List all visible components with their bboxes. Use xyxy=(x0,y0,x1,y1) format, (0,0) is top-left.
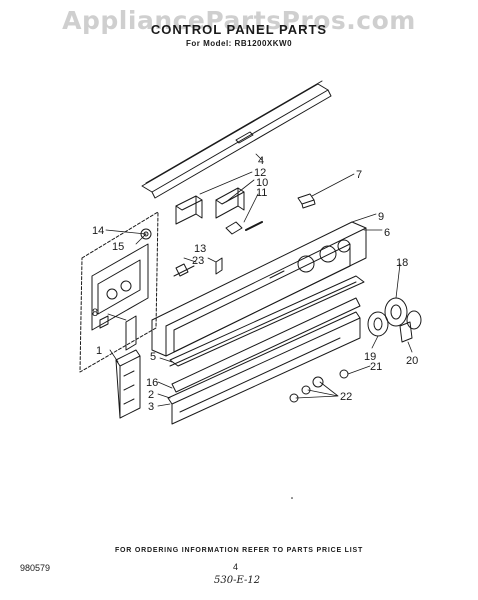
bracket-part xyxy=(173,257,223,277)
callout-14: 14 xyxy=(92,225,104,237)
handwritten-note: 530-E-12 xyxy=(214,575,261,586)
callout-3: 3 xyxy=(148,401,154,413)
callout-7: 7 xyxy=(356,169,362,181)
callout-6: 6 xyxy=(384,227,390,239)
lower-trim-part xyxy=(167,275,365,425)
callout-4: 4 xyxy=(258,155,264,167)
callout-5: 5 xyxy=(150,351,156,363)
drawing-number: 980579 xyxy=(20,563,51,573)
control-panel-part xyxy=(151,221,367,357)
model-label: For Model: RB1200XKW0 xyxy=(185,39,293,48)
callout-19: 19 xyxy=(364,351,376,363)
switch-bracket-part xyxy=(175,187,263,235)
callout-18: 18 xyxy=(396,257,408,269)
ordering-note: FOR ORDERING INFORMATION REFER TO PARTS … xyxy=(114,547,364,554)
callout-23: 23 xyxy=(192,255,204,267)
watermark: AppliancePartsPros.com xyxy=(62,6,416,35)
callout-15: 15 xyxy=(112,241,124,253)
side-bracket-part xyxy=(115,349,141,419)
callout-22: 22 xyxy=(340,391,352,403)
callout-21: 21 xyxy=(370,361,382,373)
callout-8: 8 xyxy=(92,307,98,319)
page-number: 4 xyxy=(233,562,239,572)
callout-11: 11 xyxy=(256,187,267,199)
clip-part xyxy=(297,193,316,209)
callout-12: 12 xyxy=(254,167,266,179)
retainer-part xyxy=(125,315,137,351)
callout-10: 10 xyxy=(256,177,268,189)
callout-20: 20 xyxy=(406,355,418,367)
callout-1: 1 xyxy=(96,345,102,357)
callout-13: 13 xyxy=(194,243,206,255)
callout-9: 9 xyxy=(378,211,384,223)
trim-strip-part xyxy=(141,80,332,199)
callout-16: 16 xyxy=(146,377,158,389)
page-title: CONTROL PANEL PARTS xyxy=(150,22,328,37)
callout-2: 2 xyxy=(148,389,154,401)
knob-part xyxy=(289,297,422,403)
